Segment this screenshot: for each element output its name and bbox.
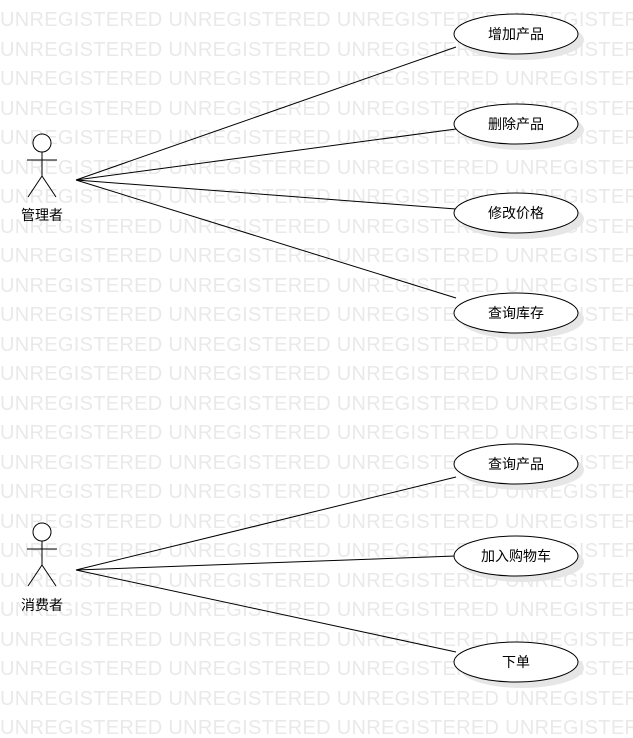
watermark-row: UNREGISTERED UNREGISTERED UNREGISTERED U… xyxy=(0,482,633,502)
actor-right-leg xyxy=(41,564,57,587)
use-case-label: 加入购物车 xyxy=(481,548,551,565)
use-case-label: 下单 xyxy=(502,655,530,671)
watermark-row: UNREGISTERED UNREGISTERED UNREGISTERED U… xyxy=(0,334,633,355)
actor-head xyxy=(32,522,52,542)
use-case-label: 修改价格 xyxy=(488,206,544,222)
use-case-uc6[interactable]: 加入购物车 xyxy=(453,535,579,577)
watermark-row: UNREGISTERED UNREGISTERED UNREGISTERED U… xyxy=(0,629,633,650)
use-case-uc3[interactable]: 修改价格 xyxy=(453,192,579,234)
watermark-row: UNREGISTERED UNREGISTERED UNREGISTERED U… xyxy=(0,157,633,178)
watermark-row: UNREGISTERED UNREGISTERED UNREGISTERED U… xyxy=(0,246,633,266)
watermark-row: UNREGISTERED UNREGISTERED UNREGISTERED U… xyxy=(0,69,633,89)
use-case-ellipse xyxy=(453,192,579,234)
use-case-uc1[interactable]: 增加产品 xyxy=(453,13,579,55)
use-case-label: 删除产品 xyxy=(488,117,544,133)
watermark-row: UNREGISTERED UNREGISTERED UNREGISTERED U… xyxy=(0,688,633,709)
actor-label: 消费者 xyxy=(21,598,63,614)
watermark-row: UNREGISTERED UNREGISTERED UNREGISTERED U… xyxy=(0,570,633,591)
association-admin-uc3 xyxy=(75,179,457,210)
association-consumer-uc7 xyxy=(75,569,457,653)
watermark-row: UNREGISTERED UNREGISTERED UNREGISTERED U… xyxy=(0,423,633,443)
association-admin-uc1 xyxy=(75,46,457,181)
association-admin-uc4 xyxy=(75,179,457,299)
watermark-row: UNREGISTERED UNREGISTERED UNREGISTERED U… xyxy=(0,718,633,738)
use-case-label: 查询产品 xyxy=(488,457,544,473)
watermark-row: UNREGISTERED UNREGISTERED UNREGISTERED U… xyxy=(0,393,633,414)
use-case-ellipse xyxy=(453,443,579,485)
watermark-row: UNREGISTERED UNREGISTERED UNREGISTERED U… xyxy=(0,275,633,296)
association-admin-uc2 xyxy=(75,128,457,181)
use-case-ellipse xyxy=(453,292,579,334)
actor-admin[interactable]: 管理者 xyxy=(21,133,63,224)
association-lines xyxy=(75,46,457,653)
use-case-ellipse xyxy=(453,535,579,577)
actor-consumer[interactable]: 消费者 xyxy=(21,522,63,614)
actor-left-leg xyxy=(27,564,43,587)
use-case-uc5[interactable]: 查询产品 xyxy=(453,443,579,485)
watermark-row: UNREGISTERED UNREGISTERED UNREGISTERED U… xyxy=(0,600,633,620)
watermark-row: UNREGISTERED UNREGISTERED UNREGISTERED U… xyxy=(0,364,633,384)
association-consumer-uc5 xyxy=(75,476,457,571)
use-case-ellipse xyxy=(453,103,579,145)
use-case-ellipse xyxy=(453,13,579,55)
actor-right-leg xyxy=(41,175,57,198)
actor-label: 管理者 xyxy=(21,208,63,224)
use-case-uc4[interactable]: 查询库存 xyxy=(453,292,579,334)
actor-left-leg xyxy=(27,175,43,198)
use-case-uc7[interactable]: 下单 xyxy=(453,641,579,683)
use-case-label: 增加产品 xyxy=(488,27,544,43)
use-case-ellipse xyxy=(453,641,579,683)
actor-head xyxy=(32,133,52,153)
use-case-label: 查询库存 xyxy=(488,306,544,322)
watermark-row: UNREGISTERED UNREGISTERED UNREGISTERED U… xyxy=(0,511,633,532)
use-case-uc2[interactable]: 删除产品 xyxy=(453,103,579,145)
association-consumer-uc6 xyxy=(75,555,456,571)
